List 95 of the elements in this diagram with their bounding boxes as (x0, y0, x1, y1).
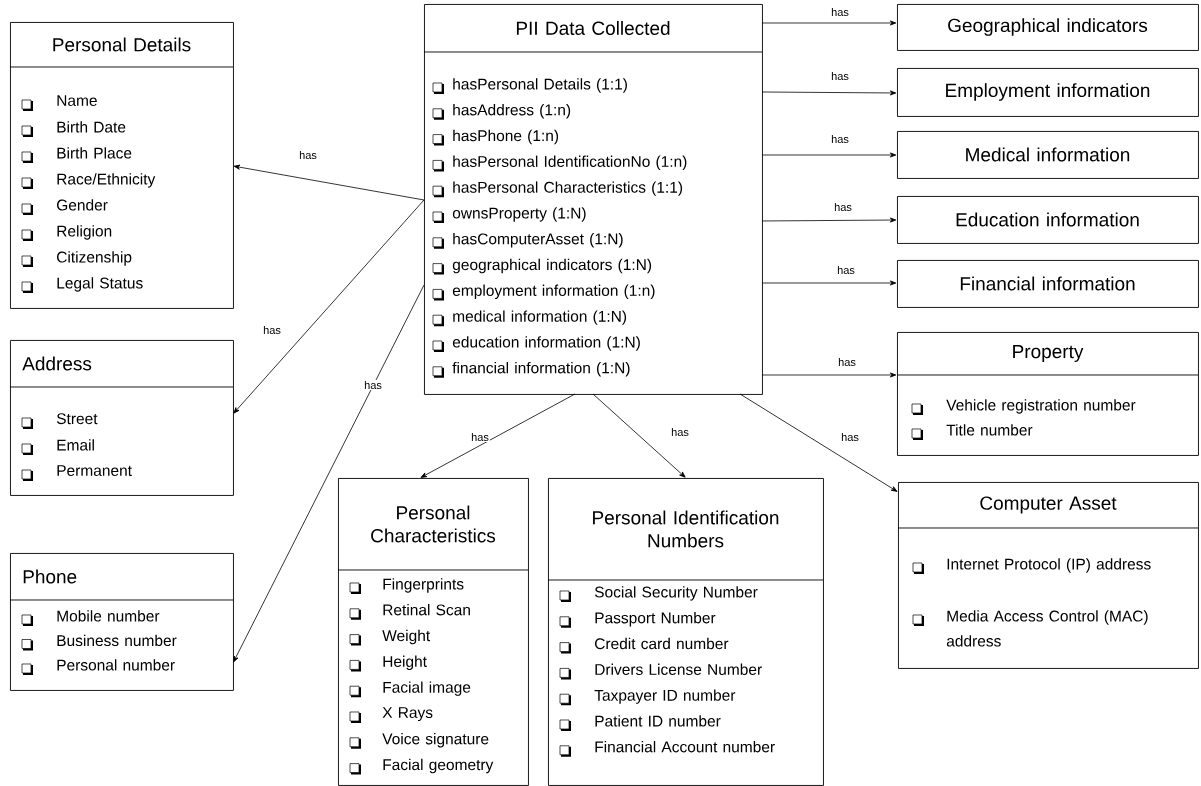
arrow (761, 372, 897, 378)
edge-label: has (833, 201, 853, 213)
list-item: Voice signature (382, 733, 489, 748)
list-item: Facial geometry (383, 758, 494, 774)
list-item: Personal number (57, 659, 175, 671)
list-item: Name (57, 95, 97, 106)
list-item: Email (57, 439, 94, 451)
list-item: medical information (1:N) (453, 310, 627, 325)
entity-box (9, 340, 234, 496)
list-item: Citizenship (57, 251, 132, 266)
box-heading: Address (22, 356, 92, 371)
list-item: Race/Ethnicity (57, 173, 156, 188)
list-item: Religion (57, 225, 112, 240)
list-item: Drivers License Number (595, 663, 762, 675)
entity-box (897, 131, 1199, 179)
box-heading: Property (1013, 345, 1084, 362)
entity-box (547, 478, 824, 786)
list-item: Birth Place (57, 147, 132, 159)
edge-label: has (262, 324, 282, 336)
box-heading: Personal Identification Numbers (593, 510, 779, 548)
edge-label: has (363, 379, 383, 391)
box-heading: Personal Details (53, 37, 191, 52)
list-item: Business number (57, 634, 177, 647)
list-item: education information (1:N) (452, 336, 640, 351)
list-item: Passport Number (595, 612, 716, 627)
list-item: Birth Date (57, 121, 126, 133)
list-item: Patient ID number (595, 715, 721, 727)
list-item: Permanent (57, 465, 132, 476)
box-heading: Employment information (946, 83, 1150, 101)
list-item: hasComputerAsset (1:N) (453, 233, 623, 248)
list-item: Weight (382, 629, 431, 645)
box-heading: PII Data Collected (516, 21, 670, 35)
list-item: X Rays (382, 707, 433, 722)
list-item: hasPersonal Characteristics (1:1) (453, 181, 683, 196)
arrow (761, 280, 897, 286)
list-item: Mobile number (57, 610, 160, 622)
edge-label: has (830, 70, 850, 82)
list-item: hasPhone (1:n) (453, 129, 559, 145)
entity-box (897, 4, 1199, 51)
list-item: Taxpayer ID number (594, 689, 736, 704)
arrow (233, 199, 425, 414)
box-heading: Personal Characteristics (371, 505, 496, 543)
list-item: Social Security Number (594, 586, 758, 601)
list-item: Facial image (383, 681, 471, 696)
edge-label: has (470, 431, 490, 443)
list-item: Legal Status (57, 277, 143, 292)
arrow (592, 393, 686, 478)
edge-label: has (836, 264, 856, 276)
list-item: Fingerprints (383, 578, 464, 593)
box-heading: Geographical indicators (948, 18, 1148, 36)
list-item: ownsProperty (1:N) (452, 207, 586, 222)
list-item: employment information (1:n) (452, 284, 655, 300)
list-item: hasPersonal Details (1:1) (453, 78, 627, 93)
list-item: geographical indicators (1:N) (452, 258, 652, 274)
edge-label: has (840, 431, 860, 443)
arrow (739, 393, 898, 492)
list-item: hasAddress (1:n) (453, 104, 571, 119)
list-item: hasPersonal IdentificationNo (1:n) (453, 155, 687, 171)
arrow (761, 152, 897, 158)
entity-box (423, 4, 763, 395)
edge-label: has (830, 6, 850, 18)
arrow (761, 20, 897, 26)
box-heading: Financial information (960, 276, 1135, 291)
list-item: Height (383, 655, 427, 671)
arrow (761, 90, 897, 96)
entity-box (897, 260, 1199, 308)
list-item: financial information (1:N) (452, 362, 630, 377)
entity-box (896, 332, 1199, 456)
edge-label: has (298, 149, 318, 161)
entity-box (897, 482, 1199, 669)
list-item: Internet Protocol (IP) address (947, 558, 1151, 573)
arrow (761, 217, 897, 223)
box-heading: Computer Asset (980, 496, 1117, 514)
edge-label: has (837, 356, 857, 368)
entity-box (897, 196, 1199, 244)
list-item: Title number (946, 424, 1033, 436)
arrow (420, 393, 576, 478)
arrow (233, 164, 425, 201)
list-item: Media Access Control (MAC) address (946, 610, 1148, 647)
edge-label: has (830, 133, 850, 145)
list-item: Street (56, 413, 98, 425)
box-heading: Phone (23, 569, 77, 584)
entity-box (9, 22, 234, 309)
list-item: Credit card number (595, 637, 729, 650)
list-item: Vehicle registration number (946, 399, 1136, 414)
edge-label: has (670, 426, 690, 438)
box-heading: Medical information (966, 147, 1130, 162)
entity-box (897, 68, 1199, 117)
list-item: Gender (57, 199, 108, 211)
list-item: Financial Account number (595, 741, 775, 753)
arrow (233, 284, 425, 663)
box-heading: Education information (956, 212, 1139, 227)
entity-box (9, 553, 234, 691)
list-item: Retinal Scan (383, 604, 470, 616)
entity-box (337, 478, 529, 786)
